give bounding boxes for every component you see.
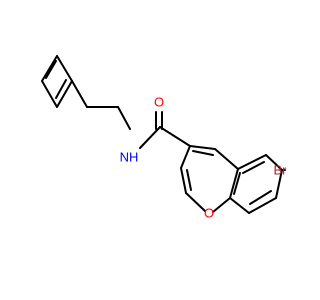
bond-phenyl-double-1 [55, 79, 67, 99]
bond-phenyl-side [71, 80, 88, 108]
bond-oxepine-1 [180, 145, 191, 169]
atom-o-ring: O [204, 205, 214, 220]
bond-oxepine-4 [212, 197, 231, 213]
bond-oxepine-7 [189, 145, 216, 150]
bond-phenyl-double-2 [45, 60, 57, 79]
diagram-canvas: O NH Br O [41, 55, 288, 221]
bond-oxepine-double-2 [192, 150, 214, 156]
bond-oxepine-5 [229, 168, 239, 199]
bond-oxepine-3 [185, 192, 206, 212]
bond-oxepine-2 [180, 167, 187, 194]
bond-phenyl-1 [56, 80, 73, 108]
molecule-diagram: O NH Br O [41, 55, 288, 220]
bond-benzene-3 [275, 169, 283, 199]
bond-benzene-1 [237, 154, 267, 170]
bond-phenyl-3 [41, 55, 58, 82]
bond-oxepine-double-1 [186, 169, 192, 191]
atom-br: Br [274, 162, 288, 177]
bond-benzene-double-3 [233, 172, 241, 195]
atom-n-amide: NH [120, 149, 139, 164]
bond-phenyl-4 [56, 55, 73, 82]
bond-benzene-2 [265, 154, 283, 171]
bond-benzene-5 [229, 197, 250, 214]
bond-ethyl-2 [117, 106, 131, 130]
bond-benzene-double-1 [242, 161, 265, 174]
bond-benzene-double-2 [249, 190, 272, 205]
atom-o-carbonyl: O [154, 94, 164, 109]
bond-carbonyl-to-ring [159, 126, 191, 147]
bond-phenyl-2 [41, 80, 58, 108]
bond-n-carbonyl [139, 126, 161, 149]
bond-oxepine-6 [214, 148, 239, 170]
bond-benzene-4 [248, 197, 277, 214]
